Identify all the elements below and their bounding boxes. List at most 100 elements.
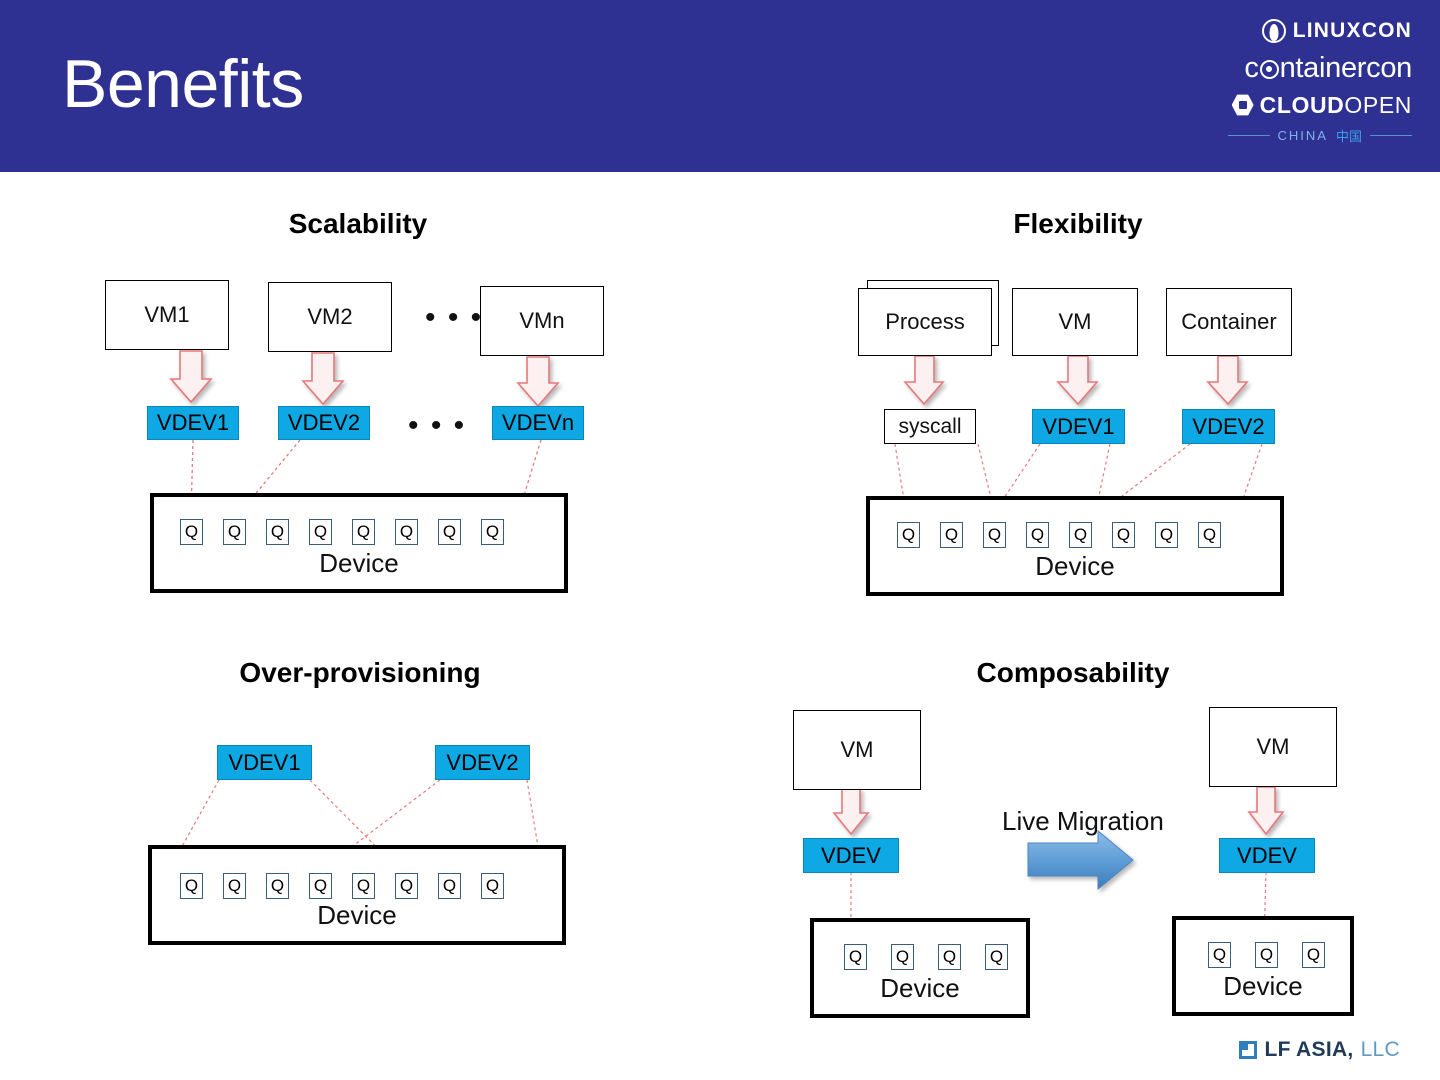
flexibility-vdev1-label: VDEV1 — [1042, 413, 1115, 439]
queue-box: Q — [1255, 942, 1278, 968]
overprovisioning-device-box: Q Q Q Q Q Q Q Q Device — [148, 845, 566, 945]
queue-box: Q — [352, 519, 375, 545]
queue-box: Q — [180, 873, 203, 899]
queue-box: Q — [844, 944, 867, 970]
queue-box: Q — [891, 944, 914, 970]
queue-box: Q — [266, 519, 289, 545]
queue-box: Q — [985, 944, 1008, 970]
flexibility-vdev2-label: VDEV2 — [1192, 413, 1265, 439]
overprovisioning-device-label: Device — [317, 900, 397, 930]
lf-asia-footer-logo: LF ASIA, LLC — [1239, 1038, 1400, 1062]
flexibility-container-label: Container — [1181, 309, 1277, 334]
region-label: CHINA — [1277, 127, 1328, 143]
hexagon-icon — [1231, 94, 1254, 116]
scalability-title: Scalability — [288, 208, 428, 239]
flexibility-vdev2-box: VDEV2 — [1182, 409, 1275, 444]
page-title: Benefits — [62, 46, 304, 122]
scalability-top-ellipsis: • • • — [425, 301, 484, 334]
scalability-block-arrows — [169, 350, 560, 408]
flexibility-syscall-box: syscall — [884, 409, 976, 444]
composability-right-queue-row: Q Q Q — [1208, 942, 1325, 968]
queue-box: Q — [1069, 522, 1092, 548]
linuxcon-logo-row: LINUXCON — [1212, 14, 1412, 48]
composability-right-device-label: Device — [1223, 971, 1303, 1001]
composability-right-vdev-box: VDEV — [1219, 838, 1315, 873]
circle-dot-icon — [1259, 59, 1279, 79]
right-rule-divider — [1370, 134, 1412, 136]
queue-box: Q — [897, 522, 920, 548]
queue-box: Q — [352, 873, 375, 899]
queue-box: Q — [983, 522, 1006, 548]
composability-left-device-box: Q Q Q Q Device — [810, 918, 1030, 1018]
queue-box: Q — [1198, 522, 1221, 548]
composability-left-queue-row: Q Q Q Q — [844, 944, 1008, 970]
containercon-prefix: c — [1244, 51, 1259, 84]
composability-left-device-label: Device — [880, 973, 960, 1003]
flexibility-container-box: Container — [1166, 288, 1292, 356]
queue-box: Q — [223, 873, 246, 899]
composability-left-vm-label: VM — [840, 737, 874, 762]
scalability-mid-ellipsis: • • • — [408, 409, 467, 442]
overprovisioning-vdev2-label: VDEV2 — [446, 749, 519, 775]
queue-box: Q — [395, 519, 418, 545]
queue-box: Q — [1155, 522, 1178, 548]
queue-box: Q — [938, 944, 961, 970]
overprovisioning-vdev1-box: VDEV1 — [217, 745, 312, 780]
queue-box: Q — [223, 519, 246, 545]
queue-box: Q — [481, 519, 504, 545]
scalability-vdevn-box: VDEVn — [492, 406, 584, 440]
queue-box: Q — [266, 873, 289, 899]
queue-box: Q — [940, 522, 963, 548]
scalability-vmn-box: VMn — [480, 286, 604, 356]
scalability-vdev1-label: VDEV1 — [156, 410, 230, 435]
composability-right-device-box: Q Q Q Device — [1172, 916, 1354, 1016]
flexibility-process-box: Process — [858, 280, 999, 356]
scalability-vdevn-label: VDEVn — [501, 410, 575, 435]
lf-asia-llc-label: LLC — [1360, 1038, 1400, 1061]
scalability-device-box: Q Q Q Q Q Q Q Q Device — [150, 493, 568, 593]
live-migration-label: Live Migration — [1002, 806, 1164, 836]
flexibility-vdev1-box: VDEV1 — [1032, 409, 1125, 444]
scalability-vdev1-box: VDEV1 — [147, 406, 239, 440]
queue-box: Q — [395, 873, 418, 899]
region-label-cn: 中国 — [1335, 128, 1362, 144]
queue-box: Q — [309, 519, 332, 545]
scalability-vm1-label: VM1 — [144, 302, 190, 327]
queue-box: Q — [1112, 522, 1135, 548]
flexibility-block-arrows — [903, 355, 1249, 406]
flexibility-device-box: Q Q Q Q Q Q Q Q Device — [866, 496, 1284, 596]
queue-box: Q — [180, 519, 203, 545]
containercon-logo-row: c ntainercon — [1212, 48, 1412, 88]
scalability-vm1-box: VM1 — [105, 280, 229, 350]
queue-box: Q — [1026, 522, 1049, 548]
scalability-queue-row: Q Q Q Q Q Q Q Q — [180, 519, 504, 545]
containercon-label: c ntainercon — [1244, 52, 1412, 85]
flexibility-process-label: Process — [885, 309, 965, 334]
composability-left-vm-box: VM — [793, 710, 921, 790]
overprovisioning-vdev1-label: VDEV1 — [228, 749, 301, 775]
queue-box: Q — [1302, 942, 1325, 968]
overprovisioning-title: Over-provisioning — [239, 657, 481, 688]
scalability-vm2-box: VM2 — [268, 282, 392, 352]
left-rule-divider — [1227, 134, 1270, 136]
containercon-suffix: ntainercon — [1279, 51, 1413, 84]
overprovisioning-queue-row: Q Q Q Q Q Q Q Q — [180, 873, 504, 899]
flexibility-vm-box: VM — [1012, 288, 1138, 356]
cloudopen-logo-row: CLOUDOPEN — [1212, 88, 1412, 122]
open-text: OPEN — [1344, 91, 1412, 118]
composability-title: Composability — [976, 657, 1170, 688]
scalability-vmn-label: VMn — [519, 308, 565, 333]
linuxcon-label: LINUXCON — [1292, 19, 1412, 42]
queue-box: Q — [481, 873, 504, 899]
queue-box: Q — [438, 519, 461, 545]
queue-box: Q — [1208, 942, 1231, 968]
scalability-vdev2-box: VDEV2 — [278, 406, 370, 440]
scalability-vdev2-label: VDEV2 — [287, 410, 361, 435]
lf-asia-bold-label: LF ASIA, — [1264, 1038, 1354, 1061]
flexibility-vm-label: VM — [1058, 309, 1092, 334]
queue-box: Q — [309, 873, 332, 899]
cloudopen-label: CLOUDOPEN — [1260, 92, 1412, 119]
penguin-icon — [1261, 19, 1286, 43]
